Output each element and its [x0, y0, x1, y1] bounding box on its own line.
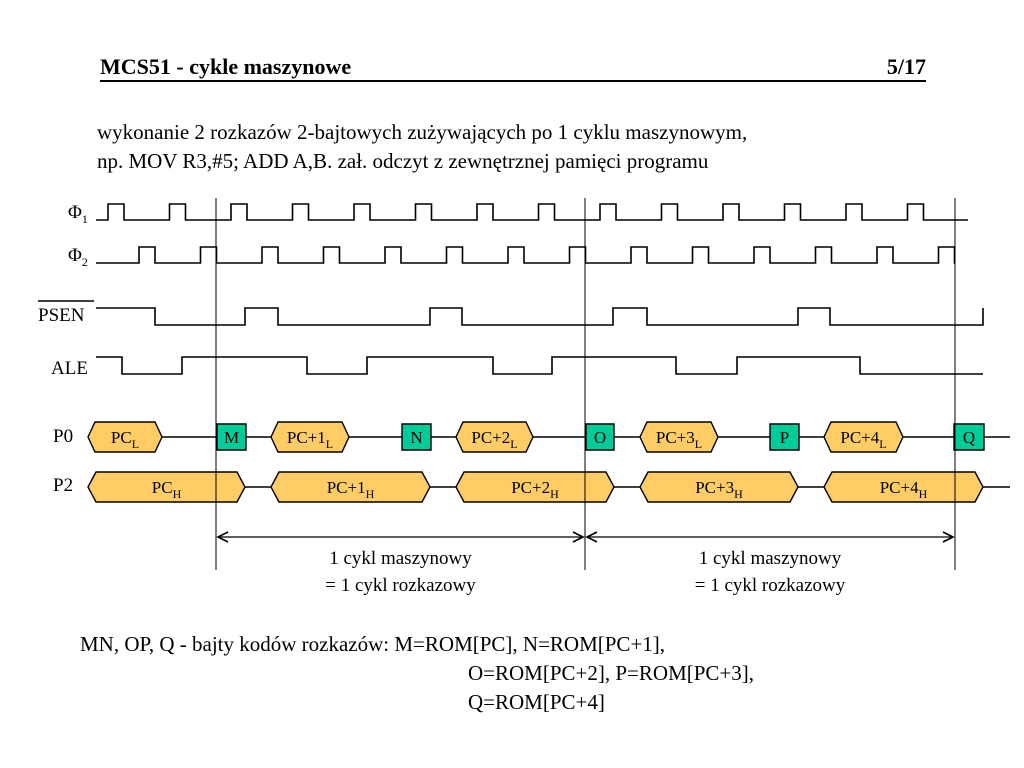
p2-segment-label-sub: H — [550, 487, 559, 501]
p0-segment-label: Q — [963, 428, 975, 447]
cycle-label-line-2: = 1 cykl rozkazowy — [325, 575, 476, 596]
page-number: 5/17 — [886, 54, 926, 79]
p2-segment-label-sub: H — [734, 487, 743, 501]
p2-address-segment — [270, 471, 431, 503]
p0-segment-label: N — [410, 428, 422, 447]
p0-address-segment — [270, 421, 350, 453]
footer-line-3: Q=ROM[PC+4] — [468, 690, 605, 714]
p2-address-segment — [455, 471, 615, 503]
intro-line-1: wykonanie 2 rozkazów 2-bajtowych zużywaj… — [97, 120, 748, 144]
p0-segment-label: PC+3L — [656, 428, 702, 451]
psen-waveform — [96, 307, 984, 326]
footer-line-2: O=ROM[PC+2], P=ROM[PC+3], — [468, 661, 755, 685]
p0-segment-label-base: PC — [111, 428, 132, 447]
p0-segment-label-base: PC+4 — [840, 428, 879, 447]
p2-segment-label-base: PC+4 — [880, 478, 919, 497]
phi2-waveform — [96, 246, 956, 264]
p0-segment-label-base: M — [224, 428, 239, 447]
intro-line-2: np. MOV R3,#5; ADD A,B. zał. odczyt z ze… — [97, 149, 709, 173]
p0-segment-label-sub: L — [695, 437, 702, 451]
cycle-label-line-1: 1 cykl maszynowy — [329, 548, 472, 569]
p2-segment-label-base: PC — [152, 478, 173, 497]
psen-label: PSEN — [38, 305, 85, 326]
control-waveforms — [96, 307, 984, 375]
p0-segment-label-base: N — [410, 428, 422, 447]
p0-segment-label-base: PC+2 — [471, 428, 510, 447]
footer-line-1: MN, OP, Q - bajty kodów rozkazów: M=ROM[… — [80, 632, 666, 656]
p0-opcode-segment — [401, 423, 432, 451]
intro-text: wykonanie 2 rozkazów 2-bajtowych zużywaj… — [97, 118, 747, 176]
cycle-label-line-2: = 1 cykl rozkazowy — [695, 575, 846, 596]
cycle-markers: 1 cykl maszynowy = 1 cykl rozkazowy 1 cykl… — [215, 198, 956, 596]
p0-opcode-segment — [585, 423, 615, 451]
p0-segment-label-base: PC+3 — [656, 428, 695, 447]
p0-segment-label: O — [594, 428, 606, 447]
slide-header: MCS51 - cykle maszynowe 5/17 — [100, 54, 926, 82]
p0-segment-label-base: O — [594, 428, 606, 447]
p2-segment-label: PC+4H — [880, 478, 928, 501]
ale-label: ALE — [51, 358, 88, 379]
phi1-label-base: Φ — [68, 202, 82, 223]
p0-segment-label: PCL — [111, 428, 139, 451]
cycle-label-line-1: 1 cykl maszynowy — [699, 548, 842, 569]
p2-segment-label-sub: H — [919, 487, 928, 501]
p0-segment-label-base: PC+1 — [287, 428, 326, 447]
cycle-arrow-left-head — [585, 531, 598, 543]
p0-segment-label: PC+2L — [471, 428, 517, 451]
p0-opcode-segment — [769, 423, 800, 451]
phi2-label-base: Φ — [68, 245, 82, 266]
p2-segment-label-base: PC+1 — [327, 478, 366, 497]
p0-segment-label-sub: L — [132, 437, 139, 451]
p0-segment-label: PC+1L — [287, 428, 333, 451]
p0-address-segment — [639, 421, 719, 453]
p0-address-segment — [87, 421, 163, 453]
p0-opcode-segment — [953, 423, 985, 451]
p2-segment-label: PC+2H — [511, 478, 559, 501]
phi2-label: Φ2 — [68, 245, 88, 269]
p2-segment-label: PC+1H — [327, 478, 375, 501]
p0-segment-label-sub: L — [879, 437, 886, 451]
clock-waveforms — [96, 203, 968, 264]
ale-waveform — [96, 356, 983, 375]
p0-address-segment — [823, 421, 904, 453]
p0-label: P0 — [53, 426, 73, 447]
phi1-label-sub: 1 — [82, 212, 88, 226]
p0-segment-label-base: P — [780, 428, 789, 447]
p2-segment-label-sub: H — [366, 487, 375, 501]
p0-segment-label: P — [780, 428, 789, 447]
cycle-arrow-right-head — [572, 531, 585, 543]
p0-segment-label-base: Q — [963, 428, 975, 447]
slide-title: MCS51 - cykle maszynowe — [100, 54, 352, 79]
cycle-arrow-right-head — [942, 531, 955, 543]
p0-opcode-segment — [216, 423, 247, 451]
cycle-arrow-left-head — [216, 531, 229, 543]
phi1-waveform — [96, 203, 968, 221]
p2-segment-label: PC+3H — [695, 478, 743, 501]
p2-segment-label: PCH — [152, 478, 182, 501]
p2-address-segment — [639, 471, 799, 503]
p0-segment-label-sub: L — [510, 437, 517, 451]
p0-segment-label: PC+4L — [840, 428, 886, 451]
p2-address-segment — [87, 471, 246, 503]
p2-segment-label-base: PC+3 — [695, 478, 734, 497]
p0-address-segment — [455, 421, 534, 453]
p2-segment-label-base: PC+2 — [511, 478, 550, 497]
p2-address-segment — [823, 471, 984, 503]
phi2-label-sub: 2 — [82, 255, 88, 269]
p0-segment-label-sub: L — [326, 437, 333, 451]
phi1-label: Φ1 — [68, 202, 88, 226]
p0-segment-label: M — [224, 428, 239, 447]
p2-segment-label-sub: H — [173, 487, 182, 501]
p2-label: P2 — [53, 475, 73, 496]
